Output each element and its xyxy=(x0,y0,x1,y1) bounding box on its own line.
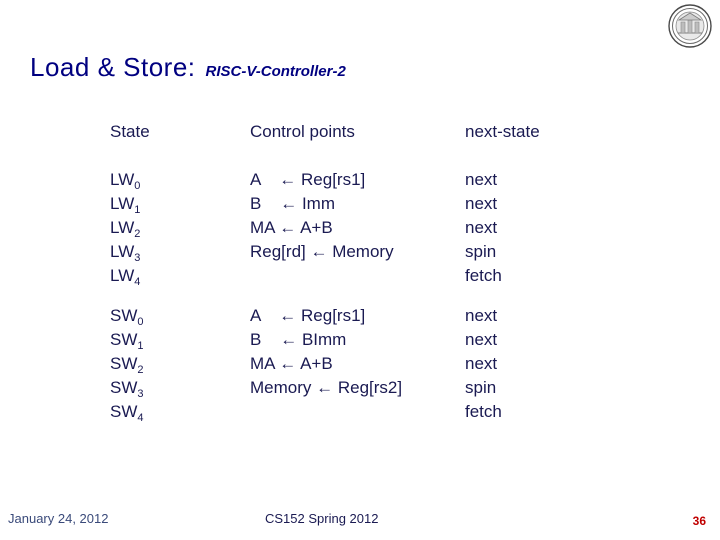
table-row: SW3 Memory ← Reg[rs2] spin xyxy=(110,376,690,400)
cell-control-points: Reg[rd] ← Memory xyxy=(250,242,394,261)
cell-next-state: next xyxy=(465,354,498,373)
table-row: SW2 MA ← A+B next xyxy=(110,352,690,376)
table-row: SW1 B ← BImm next xyxy=(110,328,690,352)
table-row: LW1 B ← Imm next xyxy=(110,192,690,216)
footer-date: January 24, 2012 xyxy=(8,511,109,526)
slide-title-row: Load & Store: RISC-V-Controller-2 xyxy=(30,52,346,83)
state-table: State Control points next-state LW0 A ← R… xyxy=(110,122,690,440)
footer-course: CS152 Spring 2012 xyxy=(265,511,379,526)
table-row: LW2 MA ← A+B next xyxy=(110,216,690,240)
cell-state: LW4 xyxy=(110,266,141,288)
page-number: 36 xyxy=(692,514,706,528)
cell-control-points: A ← Reg[rs1] xyxy=(250,170,366,189)
table-row: LW0 A ← Reg[rs1] next xyxy=(110,168,690,192)
cell-state: LW2 xyxy=(110,218,141,240)
cell-control-points: Memory ← Reg[rs2] xyxy=(250,378,403,397)
cell-control-points xyxy=(250,400,465,424)
cell-next-state: next xyxy=(465,170,498,189)
cell-next-state: spin xyxy=(465,378,497,397)
cell-control-points: B ← Imm xyxy=(250,194,335,213)
cell-state: SW0 xyxy=(110,306,144,328)
cell-state: SW2 xyxy=(110,354,144,376)
header-control-points: Control points xyxy=(250,122,355,141)
cell-control-points: MA ← A+B xyxy=(250,354,333,373)
cell-next-state: spin xyxy=(465,242,497,261)
page-title: Load & Store: xyxy=(30,52,196,82)
cell-next-state: next xyxy=(465,306,498,325)
cell-state: SW1 xyxy=(110,330,144,352)
cell-next-state: fetch xyxy=(465,266,502,285)
cell-state: SW4 xyxy=(110,402,144,424)
page-subtitle: RISC-V-Controller-2 xyxy=(205,63,346,80)
cell-state: LW0 xyxy=(110,170,141,192)
cell-state: SW3 xyxy=(110,378,144,400)
table-row: SW4 fetch xyxy=(110,400,690,424)
table-header-row: State Control points next-state xyxy=(110,122,690,142)
mit-seal-logo xyxy=(668,4,712,48)
cell-control-points: MA ← A+B xyxy=(250,218,333,237)
header-next-state: next-state xyxy=(465,122,540,141)
table-row: SW0 A ← Reg[rs1] next xyxy=(110,304,690,328)
cell-control-points: A ← Reg[rs1] xyxy=(250,306,366,325)
cell-state: LW3 xyxy=(110,242,141,264)
cell-state: LW1 xyxy=(110,194,141,216)
table-row: LW3 Reg[rd] ← Memory spin xyxy=(110,240,690,264)
cell-next-state: fetch xyxy=(465,402,502,421)
header-state: State xyxy=(110,122,150,141)
cell-next-state: next xyxy=(465,194,498,213)
cell-next-state: next xyxy=(465,330,498,349)
table-row: LW4 fetch xyxy=(110,264,690,288)
cell-next-state: next xyxy=(465,218,498,237)
cell-control-points xyxy=(250,264,465,288)
cell-control-points: B ← BImm xyxy=(250,330,347,349)
